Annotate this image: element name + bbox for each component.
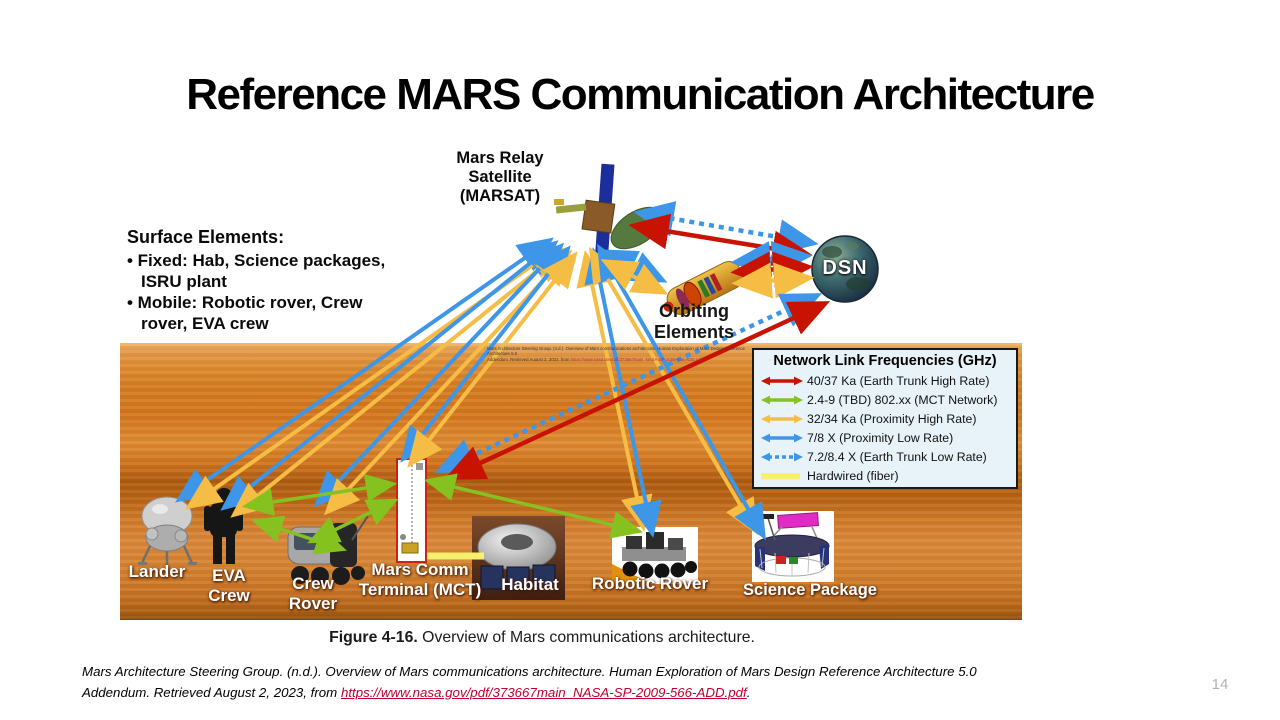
link-line: [730, 240, 813, 278]
link-line: [633, 201, 819, 255]
legend-label: 40/37 Ka (Earth Trunk High Rate): [807, 373, 990, 388]
link-line: [600, 249, 668, 283]
embedded-citation-link: https://www.nasa.gov/pdf/373667main_NASA…: [570, 356, 702, 361]
page-number: 14: [1211, 676, 1229, 693]
mct-label: Mars Comm Terminal (MCT): [358, 560, 482, 599]
surface-elements-note: Surface Elements: • Fixed: Hab, Science …: [127, 227, 437, 334]
surface-note-line: rover, EVA crew: [141, 314, 269, 333]
legend: Network Link Frequencies (GHz) 40/37 Ka …: [752, 348, 1018, 489]
double-arrow-icon: [761, 376, 803, 385]
embedded-citation-text: Mars Architecture Steering Group. (n.d.)…: [487, 346, 759, 361]
figure-caption: Figure 4-16. Overview of Mars communicat…: [142, 629, 942, 647]
dsn-label: DSN: [822, 257, 868, 279]
legend-label: Hardwired (fiber): [807, 468, 899, 483]
surface-note-line: ISRU plant: [141, 272, 227, 291]
link-line: [600, 259, 669, 295]
citation-line1: Mars Architecture Steering Group. (n.d.)…: [82, 664, 977, 679]
habitat-label: Habitat: [501, 575, 559, 594]
marsat-orbiter-links: [600, 249, 669, 295]
surface-note-line: • Fixed: Hab, Science packages,: [127, 251, 386, 270]
double-arrow-icon: [761, 452, 803, 461]
citation-line2: Addendum. Retrieved August 2, 2023, from: [82, 685, 341, 700]
eva-crew-label: EVA Crew: [208, 566, 250, 605]
embedded-citation-line2: Addendum. Retrieved August 2, 2023, from: [487, 356, 571, 361]
robotic-rover-label: Robotic Rover: [591, 574, 709, 593]
legend-row: 7.2/8.4 X (Earth Trunk Low Rate): [759, 447, 1011, 466]
legend-title: Network Link Frequencies (GHz): [773, 353, 997, 369]
fiber-bar-icon: [761, 472, 800, 479]
legend-label: 7/8 X (Proximity Low Rate): [807, 430, 954, 445]
double-arrow-icon: [761, 395, 803, 404]
figure-caption-number: Figure 4-16.: [329, 629, 418, 646]
link-line: [731, 262, 815, 299]
legend-label: 7.2/8.4 X (Earth Trunk Low Rate): [807, 449, 987, 464]
citation: Mars Architecture Steering Group. (n.d.)…: [82, 664, 977, 700]
marsat-label: Mars Relay Satellite (MARSAT): [456, 149, 544, 205]
page-title: Reference MARS Communication Architectur…: [186, 70, 1095, 119]
surface-note-line: • Mobile: Robotic rover, Crew: [127, 293, 363, 312]
legend-row: 32/34 Ka (Proximity High Rate): [759, 409, 1011, 428]
citation-link[interactable]: https://www.nasa.gov/pdf/373667main_NASA…: [340, 685, 747, 700]
legend-row: 40/37 Ka (Earth Trunk High Rate): [759, 371, 1011, 390]
legend-row: Hardwired (fiber): [759, 466, 1011, 485]
embedded-citation-line1: Mars Architecture Steering Group. (n.d.)…: [487, 346, 745, 357]
lander-label: Lander: [128, 562, 186, 581]
double-arrow-icon: [761, 414, 803, 423]
orbiting-elements-label: Orbiting Elements: [653, 301, 735, 342]
legend-row: 2.4-9 (TBD) 802.xx (MCT Network): [759, 390, 1011, 409]
surface-elements-note-title: Surface Elements:: [127, 227, 285, 247]
legend-row: 7/8 X (Proximity Low Rate): [759, 428, 1011, 447]
link-line: [628, 213, 813, 267]
link-line: [730, 251, 814, 288]
legend-label: 2.4-9 (TBD) 802.xx (MCT Network): [807, 392, 998, 407]
legend-label: 32/34 Ka (Proximity High Rate): [807, 411, 977, 426]
marsat-satellite-icon: [554, 163, 664, 265]
marsat-dsn-links: [628, 201, 819, 267]
science-package-label: Science Package: [743, 581, 877, 599]
double-arrow-icon: [761, 433, 803, 442]
figure-caption-text: Overview of Mars communications architec…: [417, 629, 755, 646]
orbiter-dsn-links: [730, 240, 815, 299]
crew-rover-label: Crew Rover: [288, 574, 338, 613]
legend-rows: 40/37 Ka (Earth Trunk High Rate) 2.4-9 (T…: [759, 371, 1011, 485]
